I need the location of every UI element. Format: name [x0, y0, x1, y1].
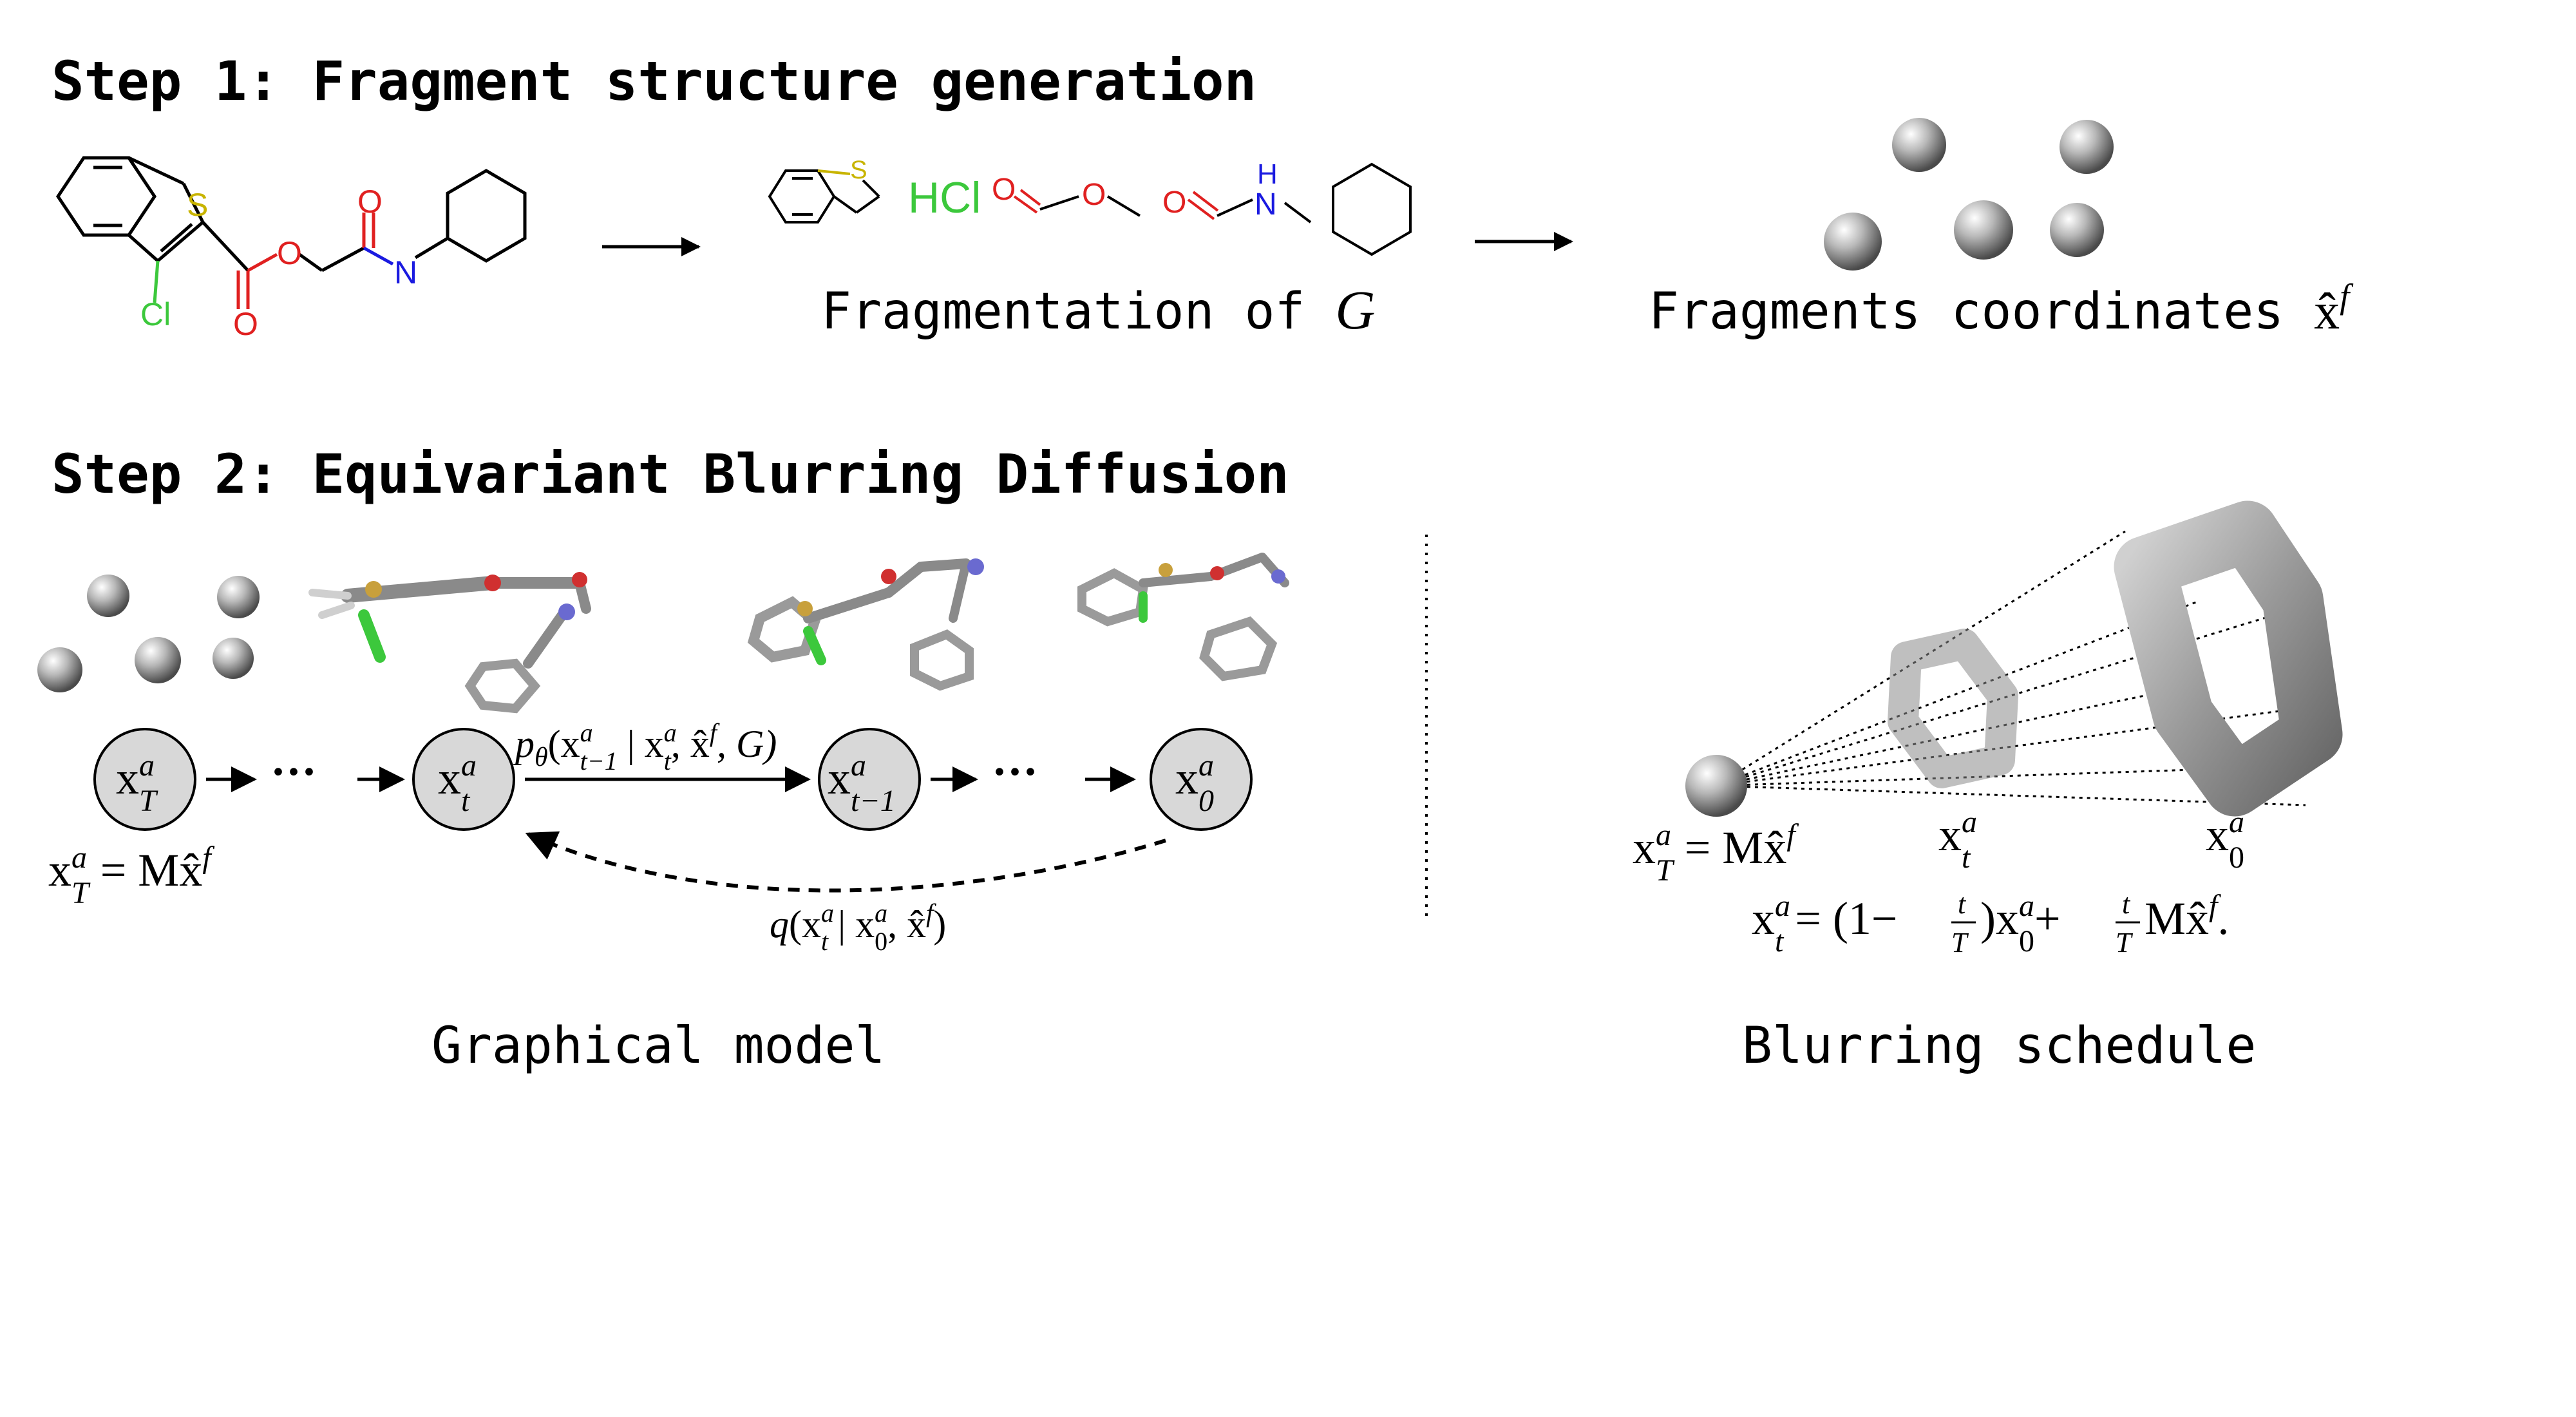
fragment-amide-n: N: [1255, 187, 1277, 222]
fragment-cyclohexane: [1332, 162, 1412, 256]
atom-o-ester: O: [277, 235, 302, 271]
atom-s: S: [187, 187, 208, 223]
blurring-schedule-caption: Blurring schedule: [1742, 1017, 2256, 1075]
ellipsis-2: ···: [992, 746, 1038, 797]
hexagon-small: [1888, 629, 2018, 788]
step1-title: Step 1: Fragment structure generation: [52, 50, 1256, 113]
fragment-o1: O: [992, 173, 1016, 207]
fragment-sphere: [2050, 203, 2104, 257]
ellipsis-1: ···: [270, 746, 317, 797]
reverse-edge: [525, 831, 1166, 893]
graphical-model-caption: Graphical model: [431, 1017, 885, 1075]
conformer-clean: [1077, 553, 1289, 681]
svg-text:Mx̂f.: Mx̂f.: [2145, 889, 2229, 944]
blur-source-sphere: [1685, 755, 1747, 817]
fragment-spheres: [1824, 118, 2114, 271]
noise-spheres: [37, 575, 260, 692]
svg-text:T: T: [2116, 927, 2134, 958]
atom-o-amide: O: [357, 184, 383, 220]
atom-cl: Cl: [140, 296, 171, 332]
noise-sphere: [37, 647, 82, 692]
fragment-methyl-formamide: [1187, 191, 1312, 223]
noise-sphere: [217, 576, 260, 618]
svg-text:xat: xat: [438, 748, 477, 818]
fragment-sphere: [1892, 118, 1946, 172]
coordinates-caption: Fragments coordinates x̂f: [1649, 277, 2354, 341]
fragment-hcl: HCl: [908, 173, 981, 222]
fragment-sphere: [1954, 200, 2013, 260]
fragment-s-label: S: [850, 156, 867, 184]
svg-text:xat−1: xat−1: [828, 748, 896, 818]
noise-sphere: [135, 637, 181, 683]
fragment-o2: O: [1082, 178, 1106, 212]
svg-text:xa0: xa0: [1175, 748, 1214, 818]
noise-sphere: [87, 575, 129, 617]
svg-text:xaT: xaT: [116, 748, 158, 818]
noise-sphere: [213, 638, 254, 679]
conformer-noisy: [308, 572, 591, 714]
svg-text:t: t: [2122, 888, 2131, 920]
step2-title: Step 2: Equivariant Blurring Diffusion: [52, 442, 1289, 506]
fragment-benzothiophene: [768, 169, 880, 223]
conformer-intermediate: [747, 558, 984, 691]
fragment-methyl-formate: [1013, 189, 1141, 217]
svg-text:)xa0+: )xa0+: [1980, 889, 2061, 958]
atom-o-carbonyl: O: [233, 306, 258, 342]
fragment-amide-h: H: [1257, 158, 1278, 190]
svg-text:t: t: [1958, 888, 1967, 920]
svg-text:xat = (1−: xat = (1−: [1752, 889, 1898, 958]
atom-n: N: [394, 254, 417, 290]
molecule-g-structure: [55, 156, 527, 309]
svg-text:T: T: [1951, 927, 1969, 958]
fragment-sphere: [1824, 213, 1882, 271]
fragmentation-caption: Fragmentation of G: [821, 279, 1375, 341]
fragment-amide-o: O: [1162, 185, 1186, 220]
fragment-sphere: [2060, 120, 2114, 174]
molecule-atom-labels: S Cl O O O N: [140, 184, 417, 342]
hexagon-large: [2114, 500, 2343, 817]
